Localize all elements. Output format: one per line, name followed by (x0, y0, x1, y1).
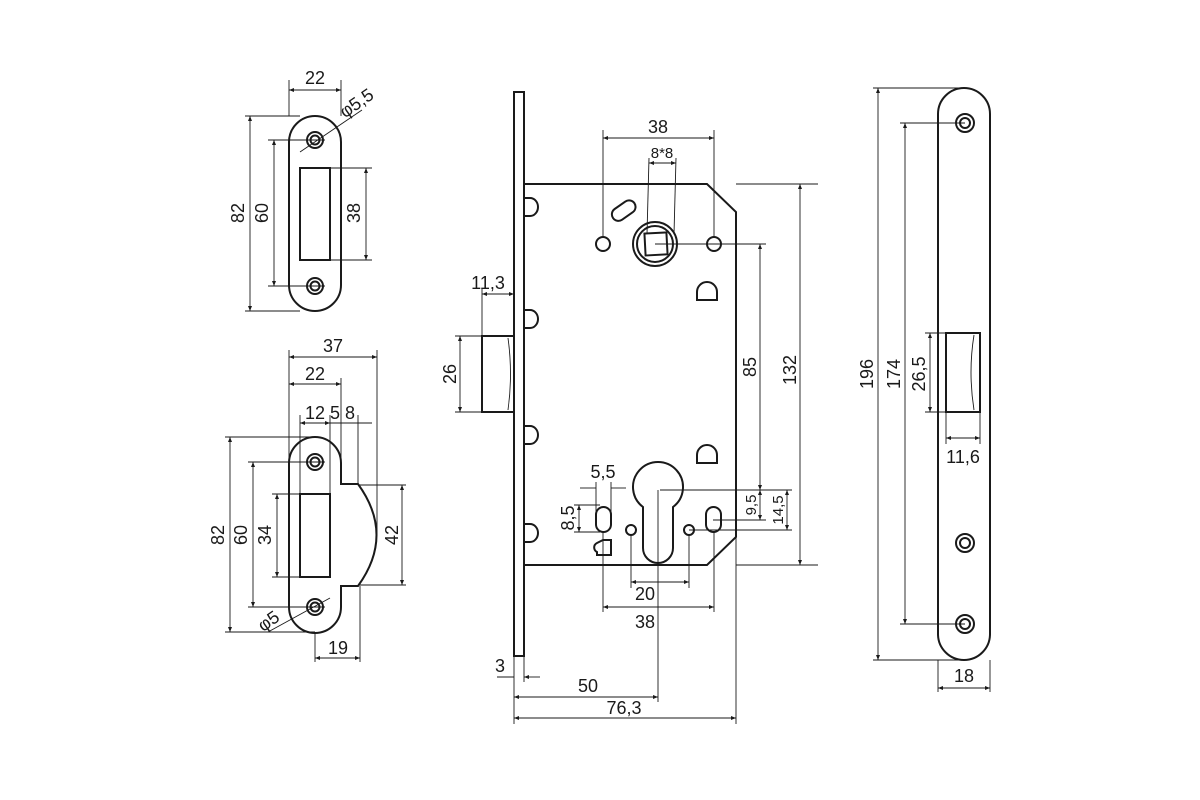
mounting-loops (524, 197, 539, 543)
dim-lip-height: 42 (382, 525, 402, 545)
dim-w2: 5 (330, 403, 340, 423)
dim-slot-height: 34 (255, 525, 275, 545)
dim-hole-spacing: 60 (252, 203, 272, 223)
dim-width: 22 (305, 68, 325, 88)
dim-backset: 50 (578, 676, 598, 696)
strike-plate-bottom: 37 22 12 5 8 82 60 34 42 φ5 19 (208, 336, 406, 662)
dim-bottom-spacing: 38 (635, 612, 655, 632)
dim-latch-projection: 11,3 (471, 273, 505, 293)
dim-length: 196 (857, 359, 877, 389)
dim-width: 18 (954, 666, 974, 686)
dim-slot-height: 8,5 (558, 505, 578, 530)
dim-handle-spacing: 38 (648, 117, 668, 137)
strike-plate-top: 22 φ5,5 82 60 38 (228, 68, 378, 312)
dim-height: 82 (228, 203, 248, 223)
dim-cyl-offset1: 9,5 (743, 495, 760, 516)
dim-hole-spacing: 60 (231, 525, 251, 545)
dim-latch-width: 11,6 (946, 447, 980, 467)
dim-latch-height: 26,5 (909, 356, 929, 391)
dim-slot-width: 5,5 (590, 462, 615, 482)
dim-hole-dia: φ5 (254, 607, 283, 636)
dim-center-distance: 85 (740, 357, 760, 377)
dim-spindle: 8*8 (651, 145, 674, 162)
dim-hole-spacing: 174 (884, 359, 904, 389)
dim-w1: 12 (305, 403, 325, 423)
dim-cyl-holes: 20 (635, 584, 655, 604)
dim-hole-dia: φ5,5 (336, 84, 378, 121)
dim-body-height: 132 (780, 355, 800, 385)
dim-total-width: 37 (323, 336, 343, 356)
dim-w3: 8 (345, 403, 355, 423)
dim-slot-height: 38 (344, 203, 364, 223)
faceplate: 196 174 26,5 11,6 18 (857, 87, 991, 692)
dim-body-depth: 76,3 (606, 698, 641, 718)
dim-latch-height: 26 (440, 364, 460, 384)
dim-cyl-offset2: 14,5 (770, 495, 787, 524)
dim-width: 22 (305, 364, 325, 384)
dim-faceplate-thickness: 3 (495, 656, 505, 676)
dim-lip-width: 19 (328, 638, 348, 658)
lock-body: 38 8*8 11,3 26 85 132 9,5 14,5 5,5 8,5 2… (440, 91, 818, 724)
dim-height: 82 (208, 525, 228, 545)
